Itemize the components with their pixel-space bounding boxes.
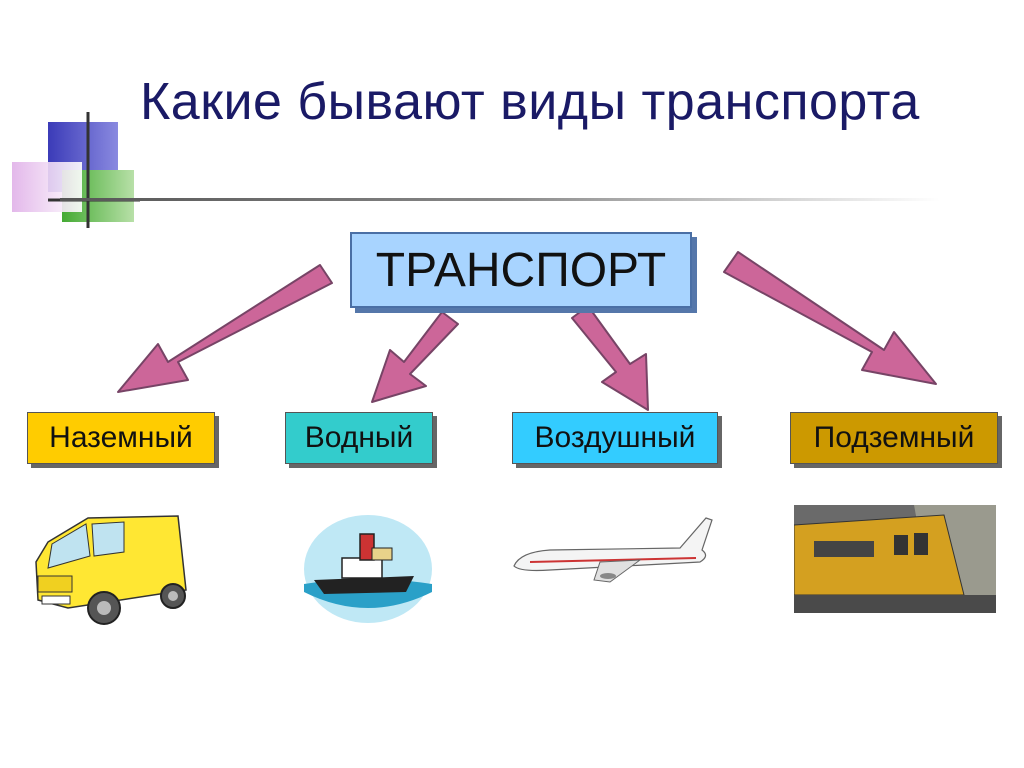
page-title: Какие бывают виды транспорта [140, 73, 920, 131]
subway-image [794, 505, 996, 613]
category-ground: Наземный [27, 412, 215, 464]
boat-image [304, 515, 432, 623]
airplane-image [513, 517, 713, 583]
transport-box: ТРАНСПОРТ [350, 232, 692, 308]
category-air: Воздушный [512, 412, 718, 464]
arrow-to-air [571, 305, 649, 411]
van-image [35, 515, 187, 625]
title-underline [60, 198, 940, 201]
category-water: Водный [285, 412, 433, 464]
category-underground: Подземный [790, 412, 998, 464]
arrow-to-water [371, 311, 459, 403]
arrow-to-underground [723, 251, 937, 385]
deco-square-pink [12, 162, 82, 212]
arrow-to-ground [117, 264, 333, 393]
